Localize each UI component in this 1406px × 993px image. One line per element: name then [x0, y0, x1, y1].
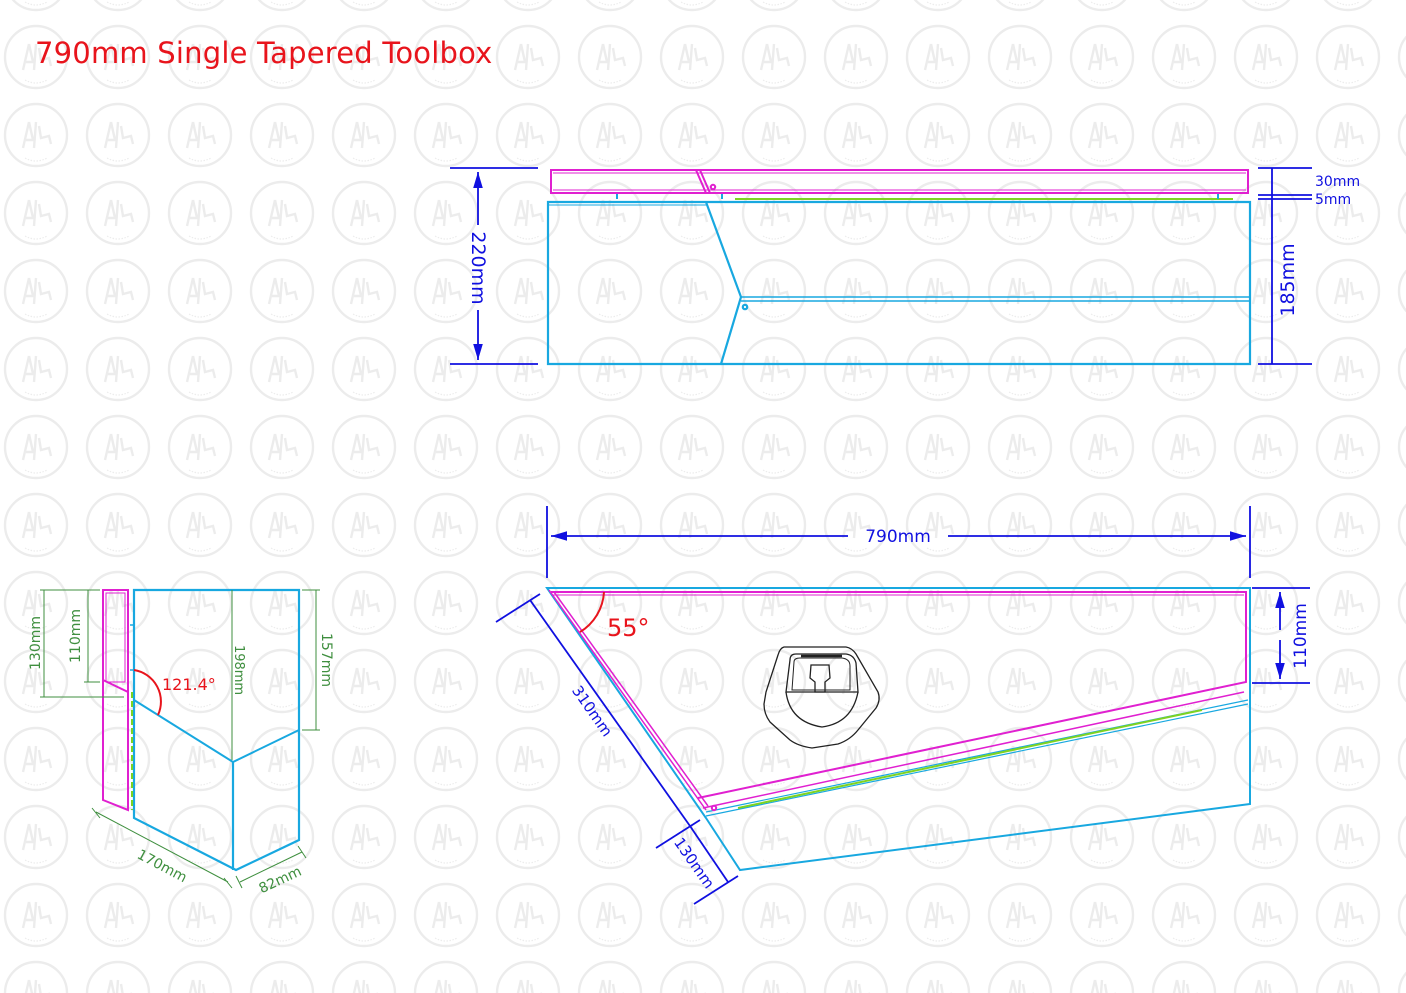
dim-overall-height: [450, 167, 538, 365]
side-view: 121.4° 130mm 110mm 198mm 157mm 170mm 82m…: [28, 588, 334, 898]
dim-label-taper-angle: 55°: [607, 614, 650, 642]
front-view-lid: [550, 169, 1249, 194]
plan-view: 790mm 55° 110mm: [495, 506, 1311, 905]
dim-end-height: [1252, 587, 1310, 684]
dim-label-lid-front-height: 110mm: [68, 609, 84, 663]
dim-label-center-height: 198mm: [231, 645, 246, 695]
front-view-body: [546, 200, 1252, 366]
front-view-seal: [616, 194, 1233, 200]
plan-view-seal: [737, 709, 1203, 809]
dim-label-lid-height: 30mm: [1315, 174, 1360, 190]
dim-label-depth: 170mm: [134, 847, 189, 886]
dim-label-front-height: 157mm: [318, 633, 334, 687]
dim-taper-length: [495, 593, 739, 905]
page-title: 790mm Single Tapered Toolbox: [35, 36, 493, 70]
dim-label-end-height: 110mm: [1291, 603, 1311, 669]
dim-right-stack: [1258, 167, 1312, 365]
dim-label-body-height: 185mm: [1277, 243, 1299, 316]
dim-label-rear-height: 130mm: [28, 616, 44, 670]
front-view: 220mm 30mm 5mm 185mm: [450, 167, 1360, 366]
dim-label-overall-height: 220mm: [467, 231, 489, 304]
angle-arc: [133, 669, 162, 716]
side-view-body: [130, 588, 301, 872]
dim-label-side-angle: 121.4°: [162, 675, 216, 694]
dim-overall-length: [546, 506, 1251, 578]
dim-label-bottom-depth: 130mm: [670, 834, 718, 892]
dim-label-bottom-width: 82mm: [256, 864, 304, 898]
side-dims: [40, 589, 320, 889]
t-handle-lock-icon: [763, 646, 880, 749]
plan-view-lid: [548, 589, 1247, 812]
taper-angle-arc: [579, 591, 605, 633]
dim-label-overall-length: 790mm: [865, 527, 931, 547]
side-view-lid: [102, 589, 129, 812]
dim-label-gap: 5mm: [1315, 192, 1351, 208]
